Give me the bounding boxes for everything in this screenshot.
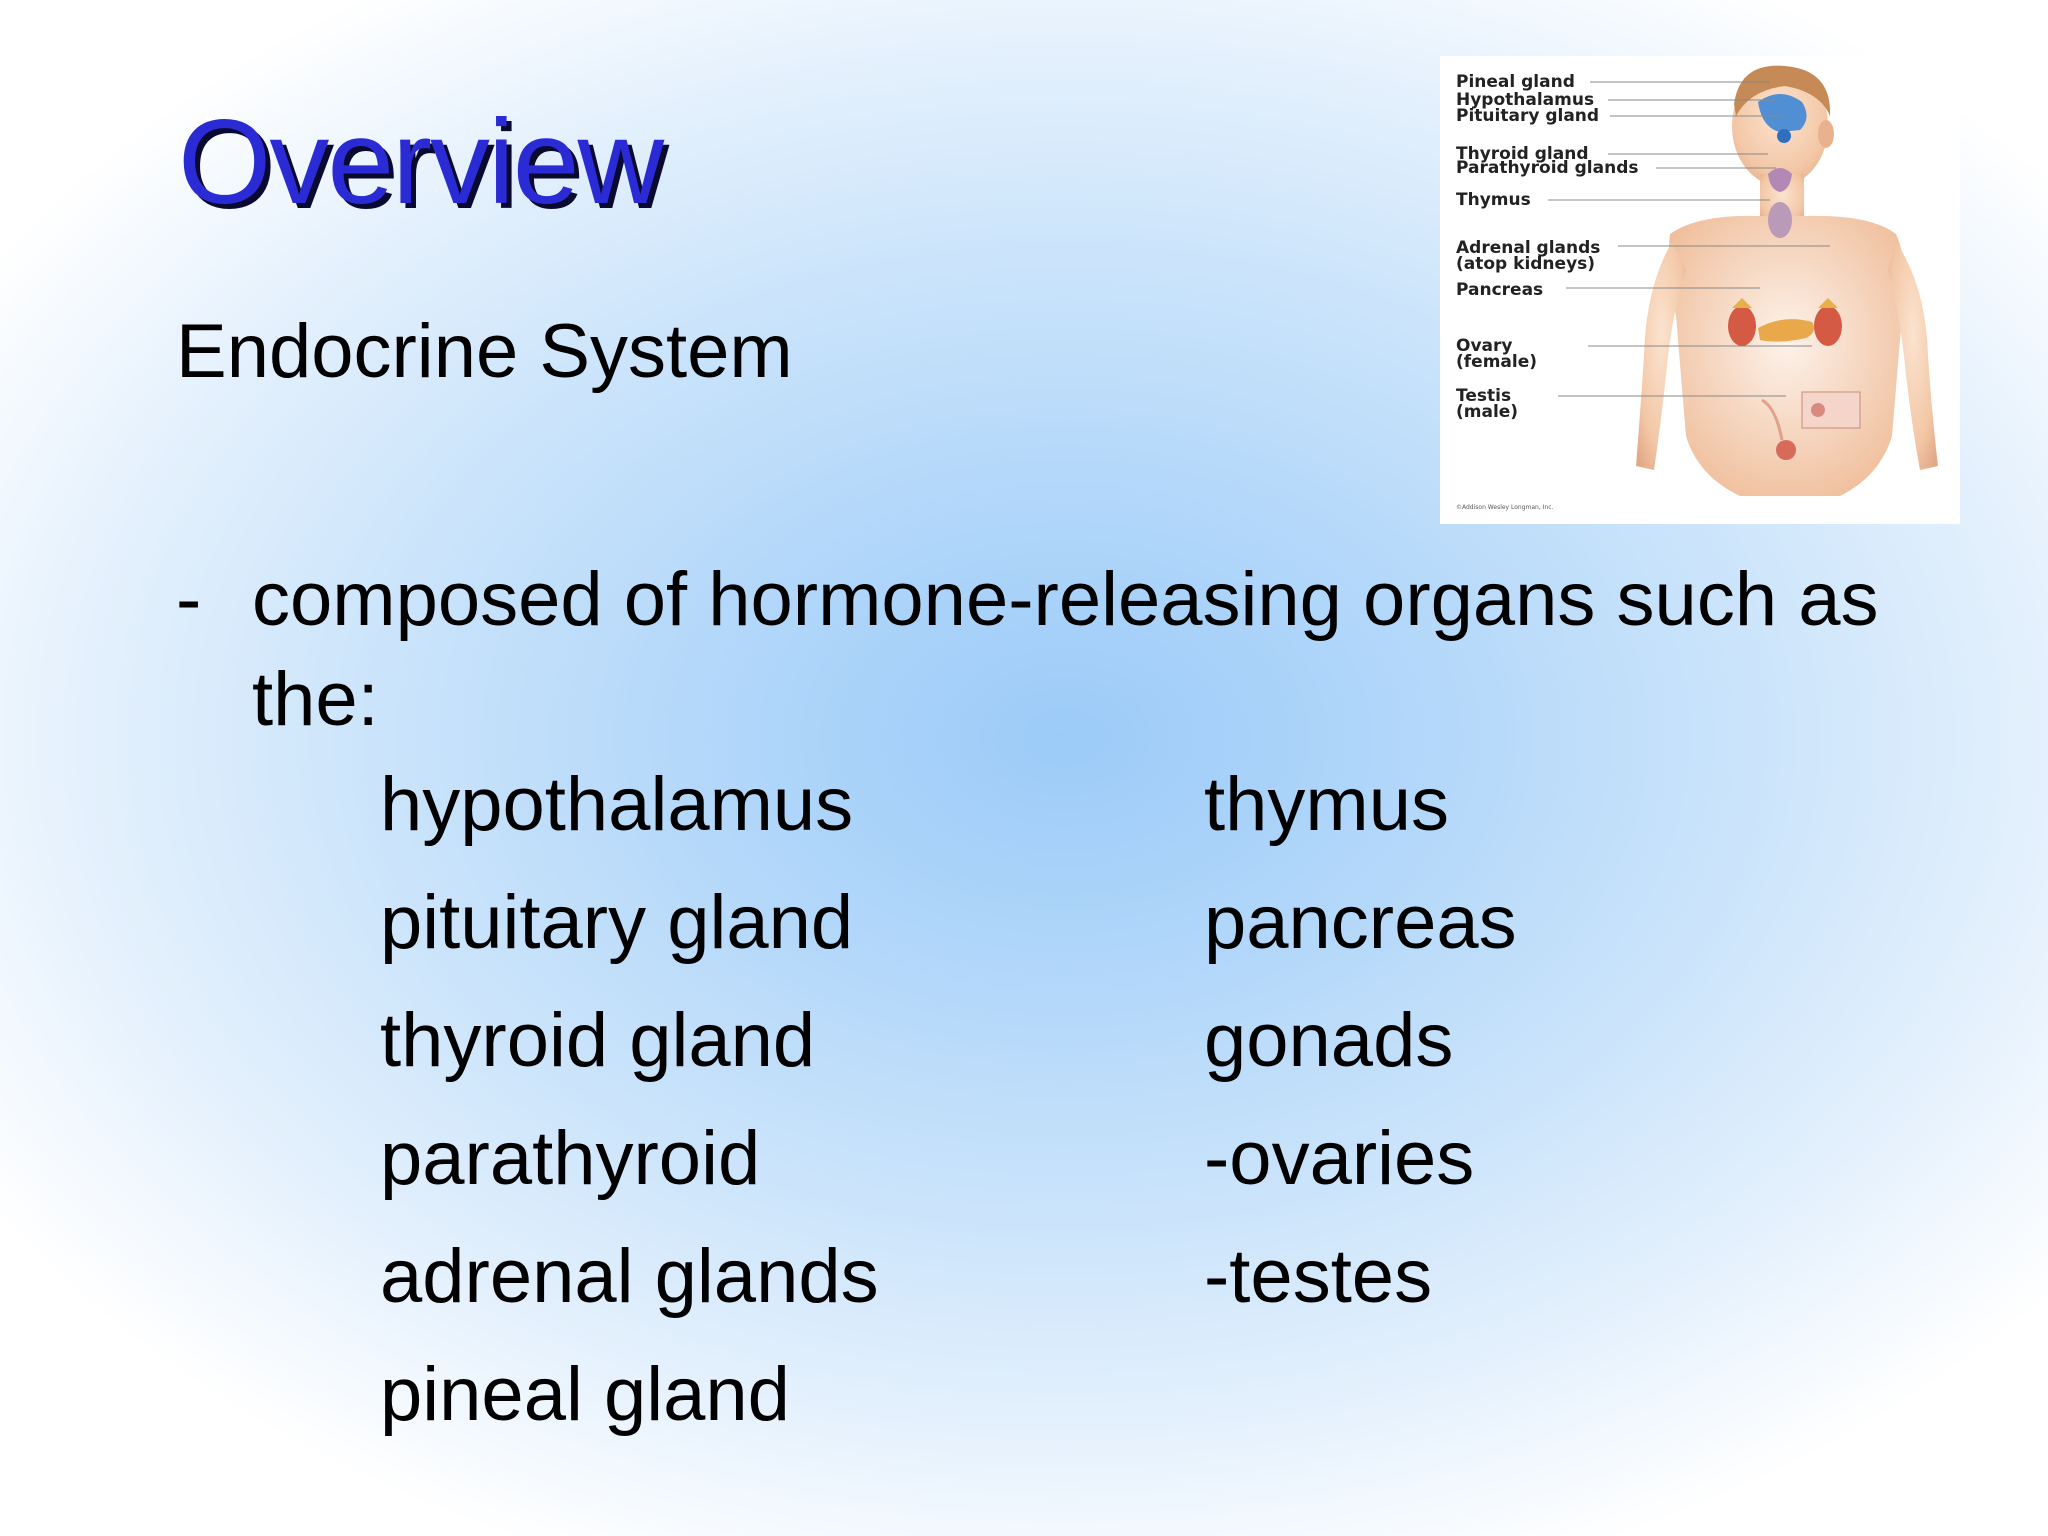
leader-lines — [1548, 81, 1830, 397]
testis-duct — [1761, 398, 1784, 441]
list-item: thyroid gland — [380, 998, 816, 1083]
hair-shape — [1734, 65, 1831, 116]
bullet-point: - composed of hormone-releasing organs s… — [176, 550, 1896, 750]
list-item: adrenal glands — [380, 1234, 879, 1319]
pituitary-dot — [1777, 129, 1791, 143]
list-item: pancreas — [1204, 880, 1517, 965]
list-item: -testes — [1204, 1234, 1433, 1319]
slide-subtitle: Endocrine System — [176, 309, 793, 394]
ear-shape — [1818, 120, 1834, 148]
organ-list-left: hypothalamus pituitary gland thyroid gla… — [380, 746, 879, 1454]
diagram-label-adrenal-note: (atop kidneys) — [1456, 254, 1596, 274]
thymus-organ — [1768, 202, 1792, 238]
bullet-text: composed of hormone-releasing organs suc… — [252, 557, 1879, 742]
right-arm-shape — [1888, 242, 1938, 470]
diagram-label-ovary-note: (female) — [1456, 352, 1538, 372]
adrenal-right — [1818, 298, 1838, 308]
diagram-label-pancreas: Pancreas — [1456, 280, 1544, 300]
list-item: pituitary gland — [380, 880, 854, 965]
diagram-label-pituitary: Pituitary gland — [1456, 106, 1600, 126]
body-illustration — [1548, 65, 1938, 496]
organ-list-right: thymus pancreas gonads -ovaries -testes — [1204, 746, 1517, 1336]
list-item: pineal gland — [380, 1352, 790, 1437]
diagram-label-pineal: Pineal gland — [1456, 72, 1575, 92]
adrenal-left — [1732, 298, 1752, 308]
diagram-label-hypothalamus: Hypothalamus — [1456, 90, 1595, 110]
list-item: parathyroid — [380, 1116, 761, 1201]
slide-title: Overview — [178, 95, 664, 229]
list-item: thymus — [1204, 762, 1449, 847]
testis-organ — [1776, 440, 1796, 460]
diagram-label-adrenal: Adrenal glands — [1456, 238, 1601, 258]
diagram-credit: ©Addison Wesley Longman, Inc. — [1456, 504, 1554, 511]
diagram-label-ovary: Ovary — [1456, 336, 1513, 356]
diagram-label-testis-note: (male) — [1456, 402, 1519, 422]
list-item: -ovaries — [1204, 1116, 1475, 1201]
pancreas-organ — [1758, 319, 1814, 342]
diagram-label-testis: Testis — [1456, 386, 1512, 406]
ovary-inset — [1801, 391, 1861, 429]
ovary-organ — [1811, 403, 1825, 417]
left-arm-shape — [1636, 242, 1686, 470]
diagram-label-thymus: Thymus — [1456, 190, 1531, 210]
diagram-label-thyroid: Thyroid gland — [1456, 144, 1589, 164]
diagram-label-parathyroid: Parathyroid glands — [1456, 158, 1639, 178]
list-item: gonads — [1204, 998, 1454, 1083]
thyroid-organ — [1768, 168, 1792, 192]
brain-region — [1758, 94, 1807, 132]
kidney-right — [1814, 306, 1842, 346]
list-item: hypothalamus — [380, 762, 854, 847]
endocrine-diagram: Pineal gland Hypothalamus Pituitary glan… — [1440, 56, 1960, 524]
bullet-marker: - — [176, 557, 202, 642]
kidney-left — [1728, 306, 1756, 346]
